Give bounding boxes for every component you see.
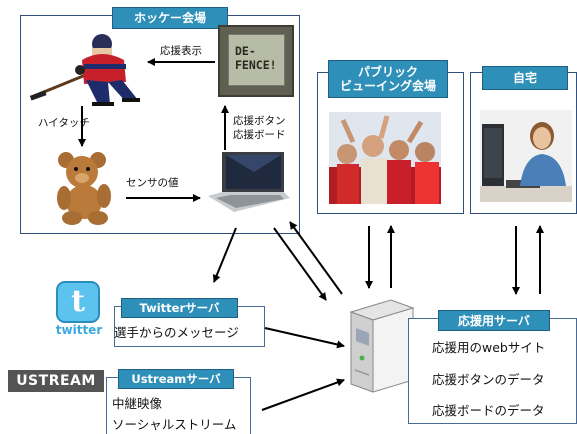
server-icon xyxy=(349,298,415,393)
ustream-logo: USTREAM xyxy=(8,370,104,392)
home-title: 自宅 xyxy=(482,66,568,90)
twitter-logo-text: twitter xyxy=(55,323,103,337)
ustream-item-relay-video: 中継映像 xyxy=(112,396,163,411)
cheer-server-label: 応援用サーバ xyxy=(438,310,550,331)
defence-display-screen: DE- FENCE! xyxy=(228,34,285,86)
laptop-image xyxy=(204,150,292,218)
twitter-logo: t twitter xyxy=(52,281,106,339)
defence-display-device: DE- FENCE! xyxy=(218,25,294,97)
sensor-value-label: センサの値 xyxy=(126,177,179,189)
cheer-server-website: 応援用のwebサイト xyxy=(432,340,546,355)
twitter-bird-icon: t xyxy=(56,281,100,323)
cheer-button-label: 応援ボタン xyxy=(233,115,286,127)
arrow-laptop-to-twitter xyxy=(212,227,237,283)
ustream-server-label: Ustreamサーバ xyxy=(118,369,234,389)
arrow-server-to-laptop xyxy=(289,221,343,295)
cheer-display-label: 応援表示 xyxy=(160,45,202,57)
hockey-venue-title: ホッケー会場 xyxy=(112,7,228,29)
twitter-server-label: Twitterサーバ xyxy=(121,298,238,318)
public-viewing-crowd-image xyxy=(329,112,441,204)
cheer-server-button-data: 応援ボタンのデータ xyxy=(432,372,545,387)
ustream-item-social-stream: ソーシャルストリーム xyxy=(112,417,237,432)
high-touch-label: ハイタッチ xyxy=(38,117,90,129)
home-user-image xyxy=(480,110,572,202)
public-viewing-title: パブリック ビューイング会場 xyxy=(328,60,448,98)
arrow-twitter-to-server xyxy=(264,327,345,349)
arrow-laptop-to-server xyxy=(273,227,327,301)
cheer-board-label: 応援ボード xyxy=(233,129,286,141)
twitter-message-text: 選手からのメッセージ xyxy=(114,325,239,340)
arrow-ustream-to-server xyxy=(261,378,345,411)
cheer-server-board-data: 応援ボードのデータ xyxy=(432,403,545,418)
hockey-player-image xyxy=(28,30,140,108)
teddy-bear-sensor-image xyxy=(52,150,122,225)
